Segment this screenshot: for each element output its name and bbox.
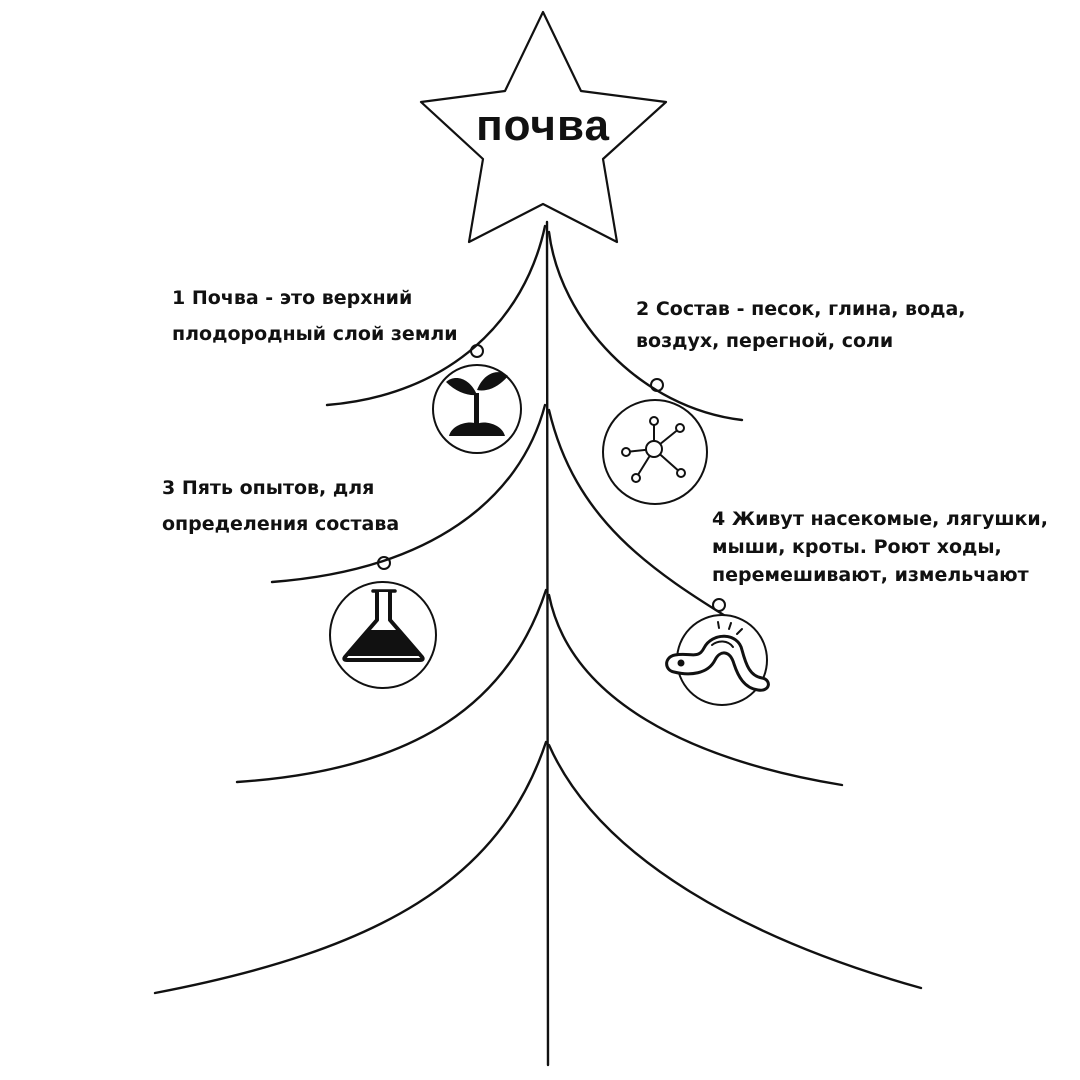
fact-line: 2 Состав - песок, глина, вода,: [636, 298, 966, 320]
star-shape: [419, 10, 668, 244]
ornament-sprout: [432, 344, 522, 454]
tree-branch-tier-1-right: [547, 230, 744, 422]
star-title: почва: [476, 101, 610, 150]
tree-branch-tier-2-left: [270, 403, 547, 584]
fact-soil-inhabitants: 4 Живут насекомые, лягушки, мыши, кроты.…: [712, 505, 1048, 589]
fact-experiments: 3 Пять опытов, для определения состава: [162, 470, 399, 542]
worm-icon: [665, 621, 770, 692]
tree-branch-tier-1-left: [325, 224, 547, 407]
fact-line: 1 Почва - это верхний: [172, 287, 413, 309]
fact-line: воздух, перегной, соли: [636, 330, 894, 352]
flask-icon: [342, 589, 425, 662]
tree-branch-tier-3-left: [235, 588, 548, 784]
sprout-icon: [446, 372, 508, 436]
ornament-molecule: [602, 378, 708, 505]
ornament-flask: [329, 556, 437, 689]
fact-soil-composition: 2 Состав - песок, глина, вода, воздух, п…: [636, 293, 966, 357]
fact-line: перемешивают, измельчают: [712, 564, 1029, 586]
fact-line: мыши, кроты. Роют ходы,: [712, 536, 1002, 558]
fact-soil-definition: 1 Почва - это верхний плодородный слой з…: [172, 280, 458, 352]
fact-line: плодородный слой земли: [172, 323, 458, 345]
fact-line: 4 Живут насекомые, лягушки,: [712, 508, 1048, 530]
molecule-icon: [621, 416, 686, 483]
tree-branch-tier-4-right: [547, 743, 923, 990]
tree-trunk: [545, 220, 550, 1067]
fact-line: определения состава: [162, 513, 400, 535]
ornament-worm: [665, 598, 770, 706]
fact-line: 3 Пять опытов, для: [162, 477, 375, 499]
tree-branch-tier-3-right: [547, 593, 844, 787]
tree-branch-tier-2-right: [547, 408, 742, 627]
tree-branch-tier-4-left: [153, 740, 548, 995]
